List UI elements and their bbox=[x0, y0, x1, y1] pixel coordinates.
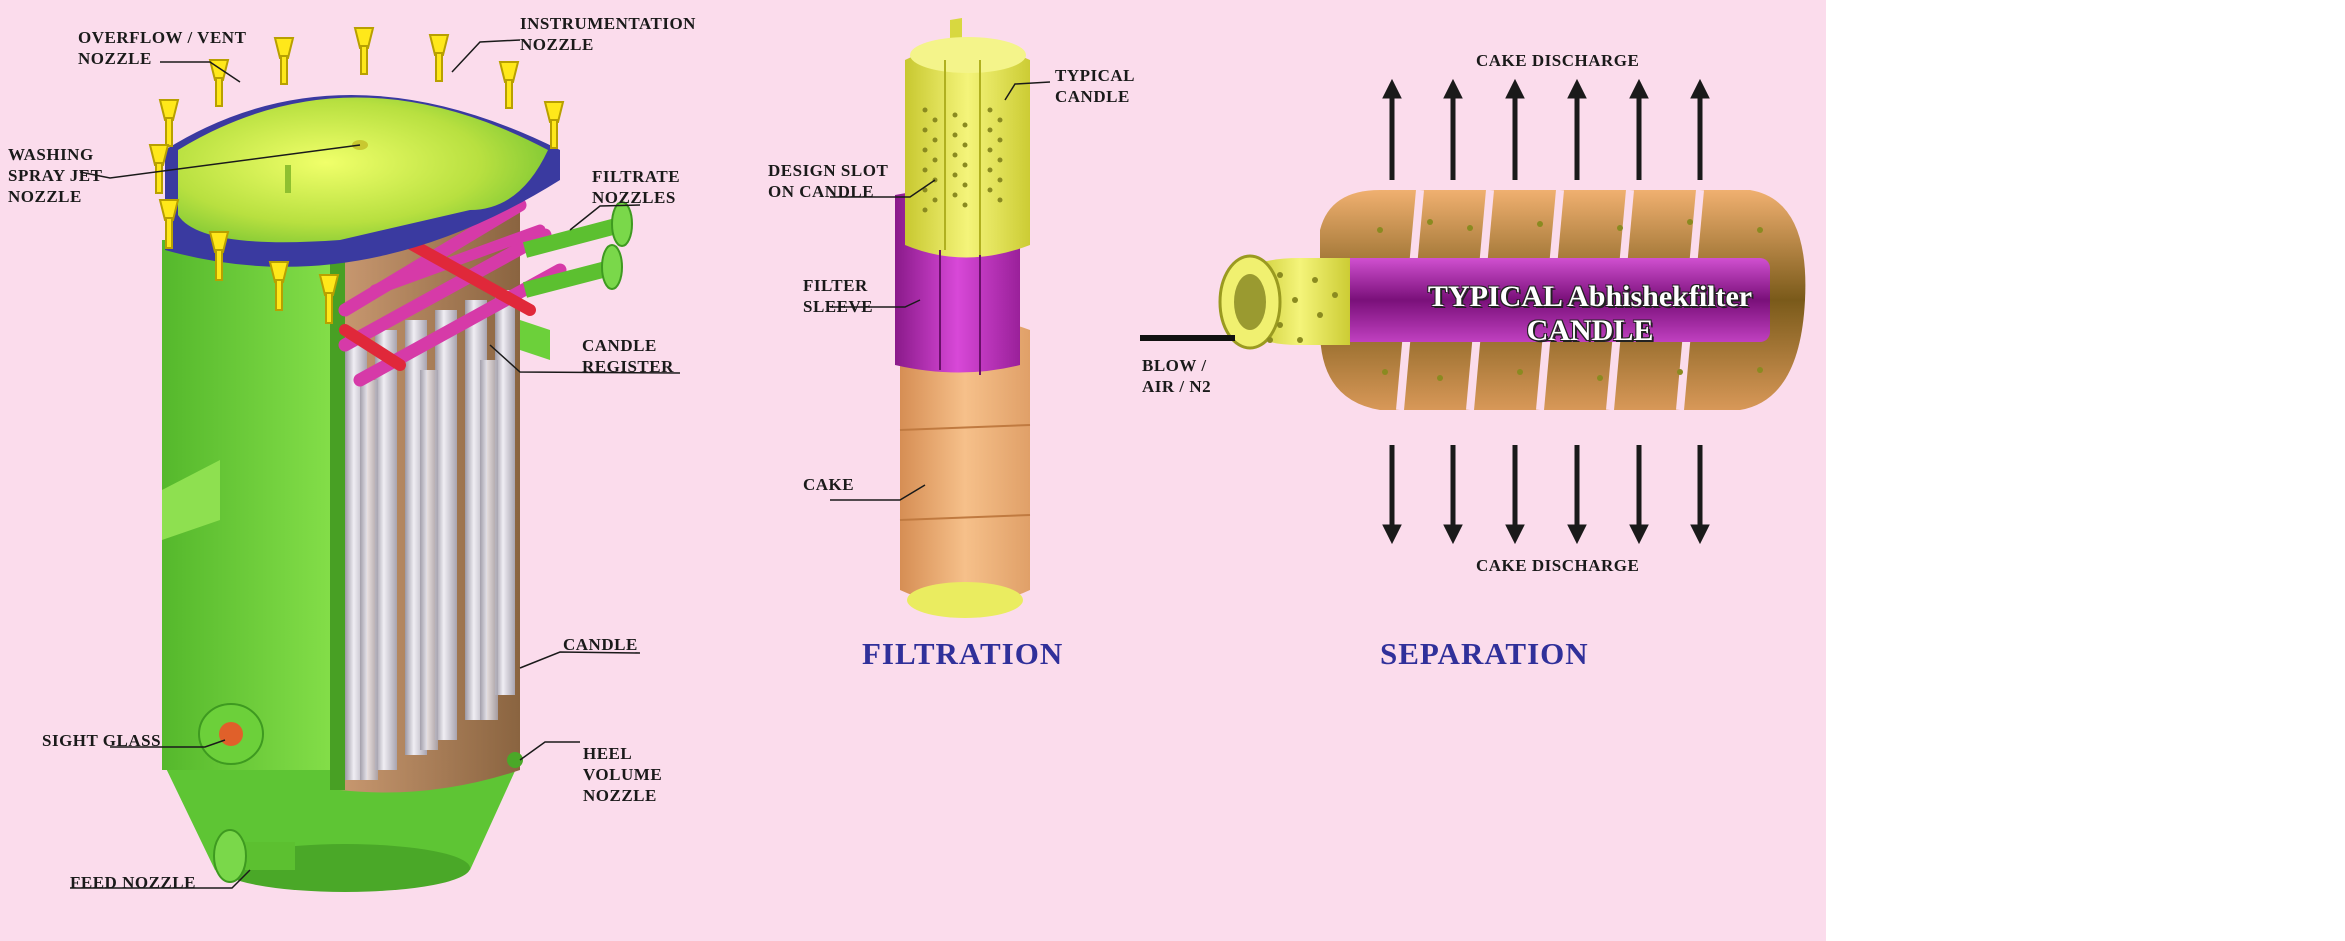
label-overflow-vent: OVERFLOW / VENT NOZZLE bbox=[78, 27, 246, 69]
banner-line: CANDLE bbox=[1526, 314, 1654, 347]
label-line: SPRAY JET bbox=[8, 166, 103, 185]
vessel-illustration bbox=[70, 18, 1806, 892]
label-line: NOZZLE bbox=[8, 187, 82, 206]
label-instrumentation: INSTRUMENTATION NOZZLE bbox=[520, 13, 696, 55]
label-filtrate: FILTRATE NOZZLES bbox=[592, 166, 680, 208]
label-line: TYPICAL bbox=[1055, 66, 1136, 85]
arrow-up-icon bbox=[1629, 78, 1649, 180]
candle-bundle bbox=[345, 290, 515, 780]
label-line: FILTER bbox=[803, 276, 868, 295]
label-line: CANDLE bbox=[582, 336, 657, 355]
label-line: DESIGN SLOT bbox=[768, 161, 889, 180]
arrow-down-icon bbox=[1382, 445, 1402, 545]
label-line: OVERFLOW / VENT bbox=[78, 28, 247, 47]
label-line: AIR / N2 bbox=[1142, 377, 1212, 396]
arrow-down-icon bbox=[1567, 445, 1587, 545]
cake-discharge-arrows-up bbox=[1382, 78, 1710, 180]
arrow-up-icon bbox=[1382, 78, 1402, 180]
label-line: WASHING bbox=[8, 145, 94, 164]
label-candle: CANDLE bbox=[563, 635, 638, 654]
label-cake: CAKE bbox=[803, 475, 855, 494]
label-candle-register: CANDLE REGISTER bbox=[582, 335, 674, 377]
label-line: ON CANDLE bbox=[768, 182, 875, 201]
title-separation: SEPARATION bbox=[1380, 636, 1589, 671]
arrow-up-icon bbox=[1505, 78, 1525, 180]
arrow-up-icon bbox=[1690, 78, 1710, 180]
label-line: REGISTER bbox=[582, 357, 674, 376]
label-heel-volume: HEEL VOLUME NOZZLE bbox=[583, 743, 662, 806]
label-line: HEEL bbox=[583, 744, 633, 763]
filtration-candle bbox=[895, 18, 1031, 618]
label-design-slot: DESIGN SLOT ON CANDLE bbox=[768, 160, 888, 202]
filtration-leader-lines bbox=[830, 81, 1051, 501]
label-feed-nozzle: FEED NOZZLE bbox=[70, 873, 196, 892]
banner-line: TYPICAL Abhishekfilter bbox=[1427, 280, 1753, 313]
label-line: SLEEVE bbox=[803, 297, 874, 316]
label-blow-air: BLOW / AIR / N2 bbox=[1142, 355, 1211, 397]
label-filter-sleeve: FILTER SLEEVE bbox=[803, 275, 873, 317]
label-line: FILTRATE bbox=[592, 167, 681, 186]
arrow-down-icon bbox=[1629, 445, 1649, 545]
label-cake-discharge-top: CAKE DISCHARGE bbox=[1476, 51, 1640, 70]
label-line: NOZZLE bbox=[78, 49, 152, 68]
label-line: NOZZLES bbox=[592, 188, 676, 207]
label-line: INSTRUMENTATION bbox=[520, 14, 696, 33]
arrow-down-icon bbox=[1690, 445, 1710, 545]
vessel-dome bbox=[165, 95, 560, 267]
label-line: BLOW / bbox=[1142, 356, 1207, 375]
label-typical-candle: TYPICAL CANDLE bbox=[1055, 65, 1135, 107]
label-line: VOLUME bbox=[583, 765, 663, 784]
label-washing-spray: WASHING SPRAY JET NOZZLE bbox=[8, 144, 102, 207]
label-line: NOZZLE bbox=[520, 35, 594, 54]
arrow-down-icon bbox=[1443, 445, 1463, 545]
title-filtration: FILTRATION bbox=[862, 636, 1064, 671]
arrow-up-icon bbox=[1443, 78, 1463, 180]
label-cake-discharge-bottom: CAKE DISCHARGE bbox=[1476, 556, 1640, 575]
dome-bolts bbox=[148, 27, 565, 324]
arrow-up-icon bbox=[1567, 78, 1587, 180]
arrow-down-icon bbox=[1505, 445, 1525, 545]
cake-discharge-arrows-down bbox=[1382, 445, 1710, 545]
separation-candle bbox=[1140, 189, 1806, 411]
vessel-leader-lines bbox=[70, 39, 681, 889]
label-line: CANDLE bbox=[1055, 87, 1130, 106]
typical-candle-banner: TYPICAL Abhishekfilter CANDLE bbox=[1400, 280, 1780, 348]
label-line: NOZZLE bbox=[583, 786, 657, 805]
label-sight-glass: SIGHT GLASS bbox=[42, 731, 162, 750]
filtrate-nozzles bbox=[522, 201, 633, 298]
